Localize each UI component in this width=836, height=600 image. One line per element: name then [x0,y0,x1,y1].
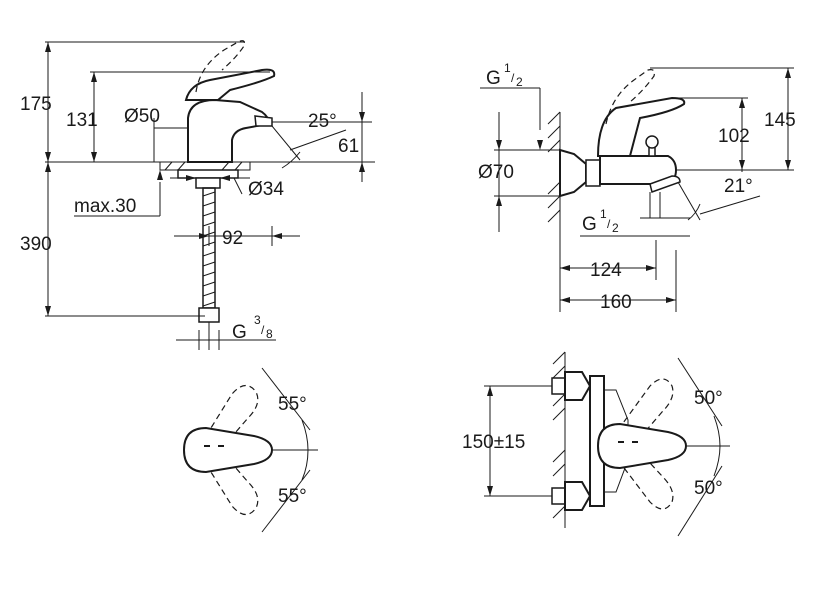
dim-height-outlet: 61 [338,136,359,157]
dim-height-lever: 102 [718,126,750,147]
svg-text:/: / [511,71,515,85]
dim-rotation-up: 55° [278,394,307,415]
dim-height-spout: 131 [66,110,98,131]
dim-hose-length: 390 [20,234,52,255]
flex-hose [198,187,220,350]
dim-outlet-sub: 2 [612,221,619,235]
dim-spout-angle: 25° [308,111,337,132]
dim-max-deck: max.30 [74,196,136,217]
bath-mixer-front-view: 150±15 50° 50° [462,351,730,537]
dim-connection-sup: 3 [254,313,261,327]
dim-rotation-down: 55° [278,486,307,507]
dim-outlet-main: G [582,214,597,235]
svg-text:/: / [607,217,611,231]
dim-inlet-sup: 1 [504,61,511,75]
dim-outlet-sup: 1 [600,207,607,221]
dim-height-total: 175 [20,94,52,115]
dim-projection-outlet: 124 [590,260,622,281]
dim-projection-total: 160 [600,292,632,313]
basin-mixer-top-view: 55° 55° [182,367,318,533]
dim-inlet-main: G [486,68,501,89]
dim-connection-main: G [232,322,247,343]
dim-projection: 92 [222,228,243,249]
svg-text:/: / [261,323,265,337]
basin-mixer-side-view: 175 131 Ø50 25° 61 Ø34 max.30 390 92 G 3… [20,40,375,350]
dim-base-diameter: Ø34 [248,179,284,200]
bath-mixer-side-view: G 1 / 2 Ø70 102 145 21° G 1 / 2 124 160 [478,61,796,313]
dim-height-total: 145 [764,110,796,131]
dim-inlet-sub: 2 [516,75,523,89]
dim-spout-diameter: Ø50 [124,106,160,127]
dim-rotation-up: 50° [694,388,723,409]
dim-spout-angle: 21° [724,176,753,197]
dim-centres: 150±15 [462,432,525,453]
dim-rotation-down: 50° [694,478,723,499]
dim-connection-sub: 8 [266,327,273,341]
dim-escutcheon-diameter: Ø70 [478,162,514,183]
